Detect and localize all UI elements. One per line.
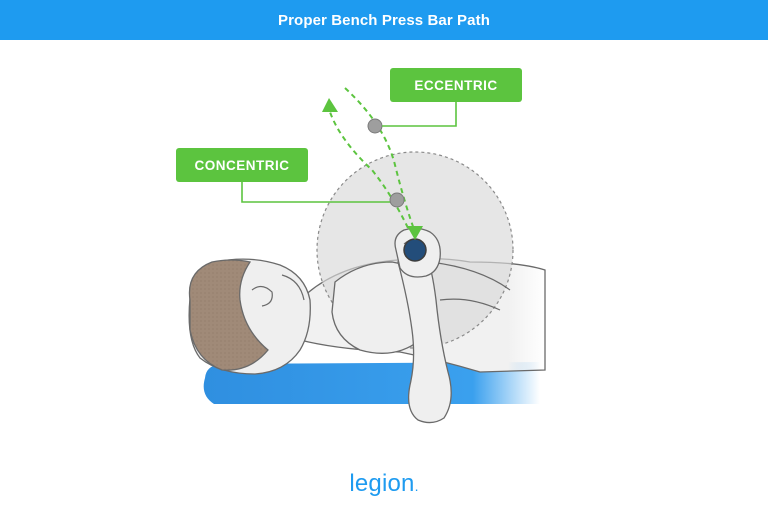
bench <box>203 362 540 404</box>
eccentric-arrow <box>407 226 423 240</box>
eccentric-leader <box>382 102 457 127</box>
concentric-label: CONCENTRIC <box>176 148 308 182</box>
legion-logo: legion. <box>0 470 768 498</box>
eccentric-path <box>344 87 416 233</box>
concentric-path <box>329 111 409 229</box>
eccentric-marker <box>367 118 383 134</box>
eccentric-label: ECCENTRIC <box>390 68 522 102</box>
concentric-marker <box>389 192 405 208</box>
logo-text: legion <box>349 470 415 497</box>
hair <box>188 259 269 371</box>
forearm <box>397 254 452 424</box>
concentric-leader <box>241 182 390 203</box>
bench-press-illustration <box>188 87 546 424</box>
concentric-arrow <box>322 98 338 112</box>
page-title: Proper Bench Press Bar Path <box>278 11 490 29</box>
barbell <box>403 238 427 262</box>
logo-dot: . <box>414 478 419 494</box>
header-bar: Proper Bench Press Bar Path <box>0 0 768 40</box>
